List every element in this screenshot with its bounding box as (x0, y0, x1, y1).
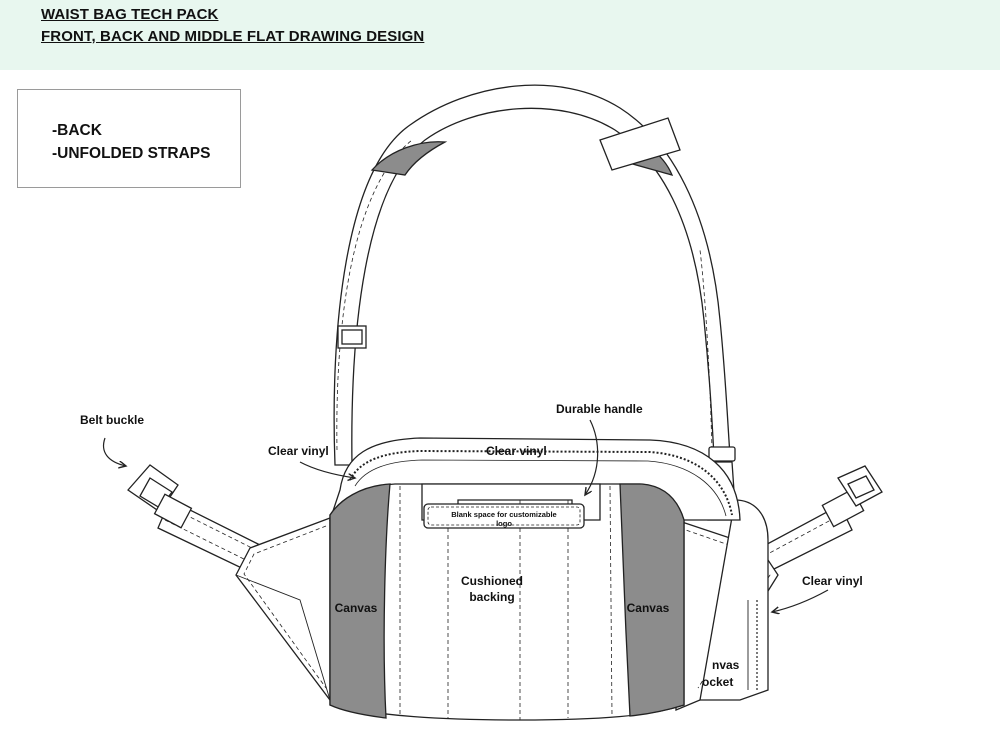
left-wing-panel (235, 517, 331, 702)
label-canvas-right: Canvas (627, 601, 670, 615)
label-belt-buckle: Belt buckle (80, 413, 144, 427)
canvas-panel-left (329, 483, 391, 719)
label-clear-vinyl-left: Clear vinyl (268, 444, 329, 458)
label-canvas-left: Canvas (335, 601, 378, 615)
handle-and-logo-plate (421, 483, 601, 529)
label-cushioned-2: backing (469, 590, 514, 604)
view-info-box: -BACK -UNFOLDED STRAPS (17, 89, 241, 188)
belt-buckle-right (821, 465, 883, 528)
label-canvas-pocket-2: ocket (702, 675, 733, 689)
arrow-clear-vinyl-left (299, 461, 355, 478)
right-belt-strap (759, 465, 883, 571)
label-canvas-pocket-1: nvas (712, 658, 740, 672)
belt-buckle-left (127, 464, 193, 529)
main-body (329, 483, 685, 721)
strap-hook (708, 446, 736, 462)
arrow-durable-handle (585, 419, 599, 495)
label-cushioned-1: Cushioned (461, 574, 523, 588)
label-logo-space-1: Blank space for customizable (451, 510, 556, 519)
annotation-arrows (103, 419, 829, 612)
left-belt-strap (127, 464, 261, 573)
arrow-belt-buckle (103, 437, 126, 466)
strap-pad-left (370, 141, 448, 176)
label-logo-space-2: logo (496, 519, 512, 528)
view-item-back: -BACK (52, 122, 102, 139)
canvas-panel-right (619, 483, 685, 717)
label-clear-vinyl-right: Clear vinyl (802, 574, 863, 588)
arrow-clear-vinyl-right (772, 589, 829, 612)
title-line-1: WAIST BAG TECH PACK (41, 6, 219, 23)
label-durable-handle: Durable handle (556, 402, 643, 416)
title-line-2: FRONT, BACK AND MIDDLE FLAT DRAWING DESI… (41, 28, 425, 45)
header-bar: WAIST BAG TECH PACK FRONT, BACK AND MIDD… (0, 0, 1000, 70)
view-item-unfolded-straps: -UNFOLDED STRAPS (52, 145, 211, 162)
right-side-panel (675, 499, 779, 711)
label-clear-vinyl-top: Clear vinyl (486, 444, 547, 458)
